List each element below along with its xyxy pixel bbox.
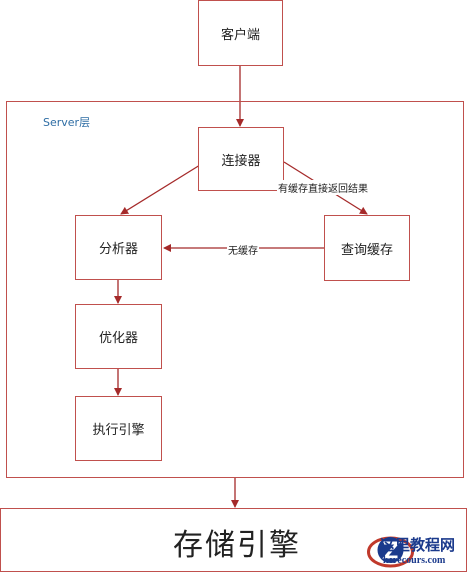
- watermark-text-cn: 这里教程网: [380, 536, 456, 554]
- executor-node: 执行引擎: [75, 396, 162, 461]
- edge-label-cache-hit: 有缓存直接返回结果: [277, 180, 369, 195]
- client-node: 客户端: [198, 0, 283, 66]
- analyzer-node: 分析器: [75, 215, 162, 280]
- storage-engine-label: 存储引擎: [173, 528, 301, 563]
- server-layer-frame: [6, 101, 464, 478]
- client-label: 客户端: [220, 27, 260, 43]
- optimizer-node: 优化器: [75, 304, 162, 369]
- edge-label-no-cache: 无缓存: [227, 242, 259, 257]
- analyzer-label: 分析器: [98, 242, 138, 257]
- executor-label: 执行引擎: [92, 423, 145, 438]
- server-layer-label: Server层: [43, 116, 91, 129]
- arrow-connector-to-analyzer: [120, 164, 201, 215]
- watermark-text-en: herecours.com: [383, 555, 446, 566]
- connector-node: 连接器: [198, 127, 284, 191]
- connector-label: 连接器: [221, 153, 261, 169]
- optimizer-label: 优化器: [98, 331, 138, 346]
- query-cache-label: 查询缓存: [340, 242, 393, 258]
- watermark-logo-icon: [367, 536, 414, 568]
- storage-engine-node: [0, 508, 467, 572]
- query-cache-node: 查询缓存: [324, 215, 410, 281]
